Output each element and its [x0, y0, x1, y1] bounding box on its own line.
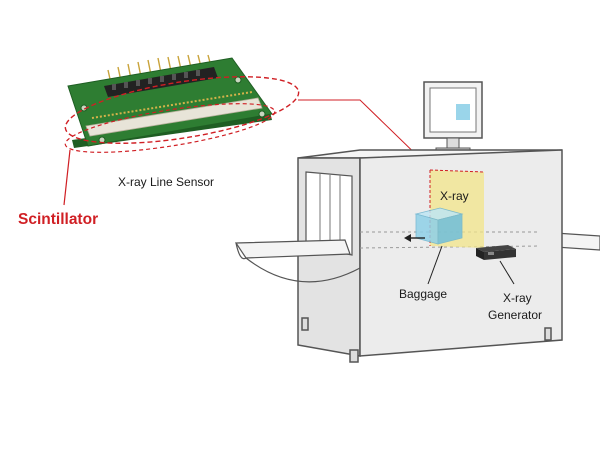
scintillator-leader-line [63, 149, 71, 206]
baggage-label: Baggage [399, 287, 447, 301]
generator-label-line2: Generator [488, 308, 542, 322]
xray-generator-icon [476, 245, 516, 260]
baggage-pointer [427, 245, 443, 285]
scintillator-strip [85, 97, 263, 137]
baggage-icon [414, 207, 464, 245]
xray-beam-label: X-ray [440, 189, 469, 203]
monitor-icon [423, 81, 483, 153]
line-sensor-label: X-ray Line Sensor [118, 175, 214, 189]
sensor-highlight-ellipse [64, 76, 300, 144]
scintillator-highlight-ellipse [64, 103, 276, 153]
line-sensor-board-icon [67, 54, 273, 148]
scintillator-label: Scintillator [18, 211, 98, 228]
conveyor-direction-arrow [404, 234, 425, 242]
xray-scanner-machine-icon [234, 81, 600, 363]
sensor-to-machine-leader-line [298, 99, 431, 169]
generator-pointer [499, 260, 515, 285]
generator-label-line1: X-ray [503, 291, 532, 305]
